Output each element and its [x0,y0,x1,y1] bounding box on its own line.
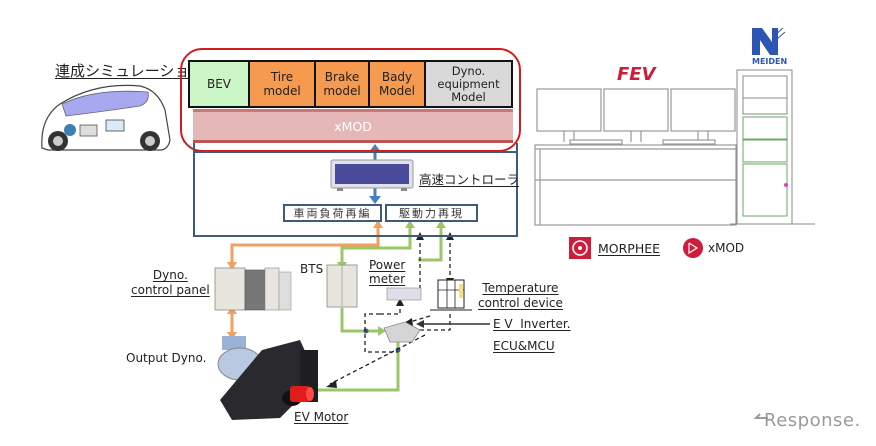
ev-inverter-label: E V Inverter. [493,317,571,331]
simulation-model-row: BEV Tire model Brake model Bady Model Dy… [188,60,513,108]
vehicle-load-block: 車両負荷再編 [283,204,382,222]
steering-wheel-icon [569,237,591,259]
xmod-network-icon [683,238,703,258]
morphee-legend-label: MORPHEE [598,241,661,256]
model-tire: Tire model [250,62,314,106]
controller-frame [193,143,518,237]
motor-gear-icon [64,124,76,136]
model-body-label: Bady Model [378,70,416,98]
ev-motor-label: EV Motor [294,410,349,424]
ecu-mcu-label: ECU&MCU [493,339,555,353]
response-logo-icon [753,413,768,419]
xmod-platform-label: xMOD [334,118,372,134]
coupled-simulation-title: 連成シミュレーション [55,62,205,80]
output-dyno-illustration [217,336,318,420]
dyno-control-panel-label: Dyno. control panel [131,268,210,297]
meiden-logo-icon [752,27,786,55]
fev-logo: FEV [617,64,656,85]
fev-workstation-illustration [534,88,737,226]
vehicle-load-label: 車両負荷再編 [293,207,372,220]
high-speed-controller-illustration [330,159,414,191]
model-brake: Brake model [316,62,368,106]
meiden-logo-text: MEIDEN [752,57,788,66]
power-meter-device [386,287,422,301]
power-meter-label: Power meter [369,258,406,286]
model-bev-label: BEV [206,77,232,91]
ev-motor-illustration [282,386,314,406]
model-body: Bady Model [370,62,424,106]
driving-force-block: 駆動力再現 [385,204,478,222]
model-tire-label: Tire model [263,70,301,98]
bts-label: BTS [300,262,324,276]
response-watermark: Response. [764,410,861,431]
controller-frame-top [193,151,518,153]
temperature-control-device-illustration [430,279,472,311]
model-brake-label: Brake model [323,70,361,98]
ev-inverter-device [383,321,421,343]
meiden-rack-illustration [730,69,815,225]
ev-car-illustration [41,84,171,151]
temperature-control-label: Temperature control device [478,281,563,310]
model-dyno-equipment: Dyno. equipment Model [426,62,511,106]
driving-force-label: 駆動力再現 [399,207,464,220]
orange-signal-line [230,222,380,262]
model-bev: BEV [190,62,248,106]
model-dyno-equipment-label: Dyno. equipment Model [437,63,500,104]
xmod-platform-bar: xMOD [193,109,513,143]
output-dyno-label: Output Dyno. [126,351,207,365]
high-speed-controller-label: 高速コントローラ [419,172,520,187]
xmod-legend-label: xMOD [708,241,745,255]
dyno-control-panel-illustration [214,267,292,311]
